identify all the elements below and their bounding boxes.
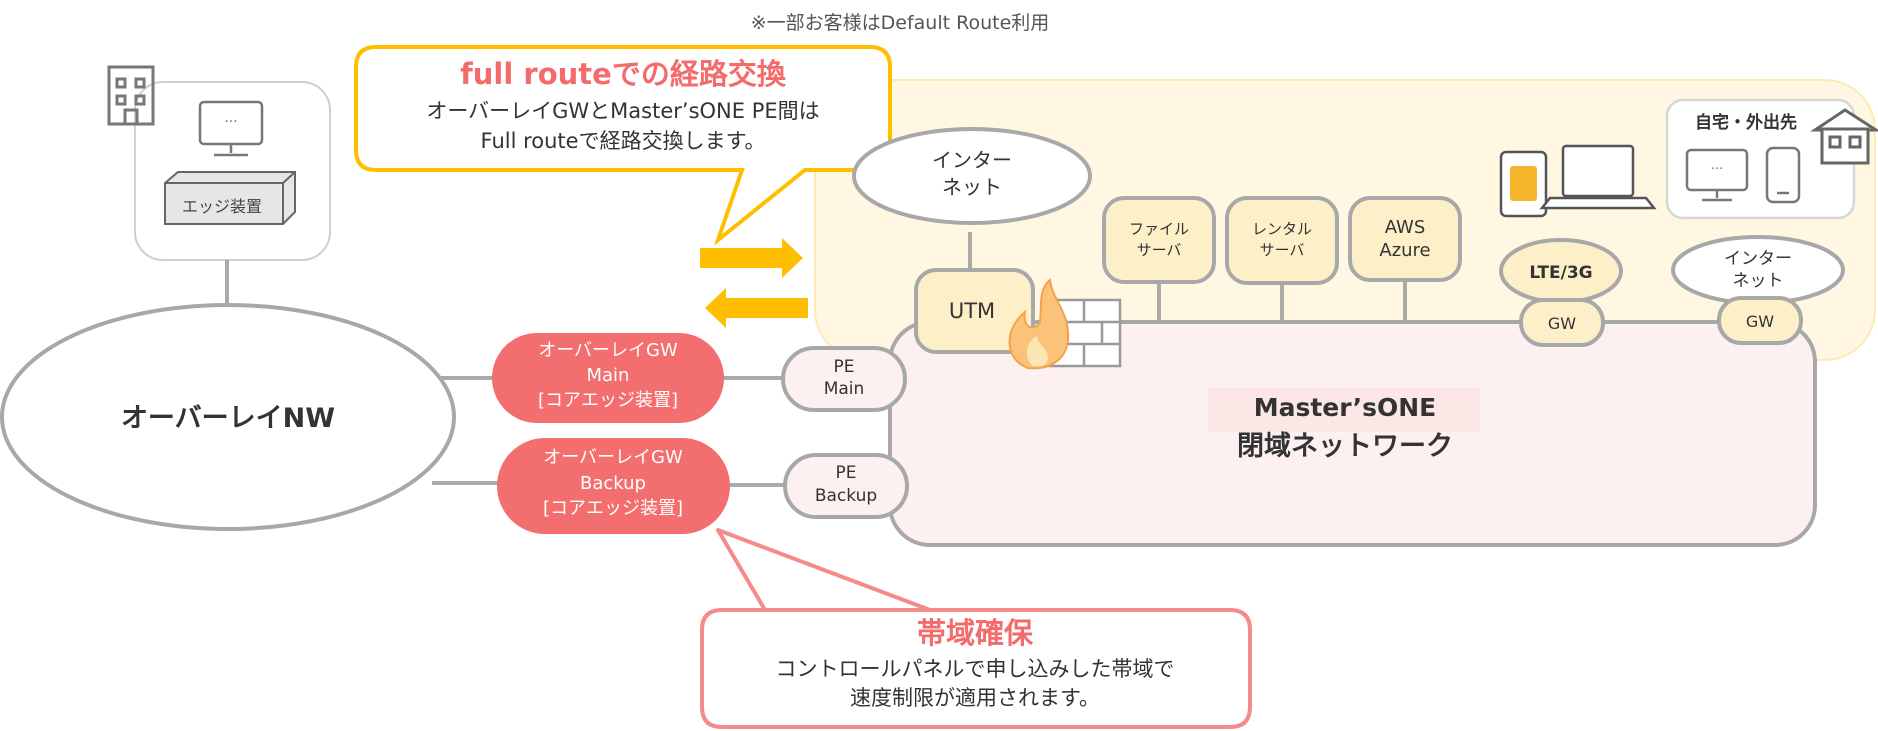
bandwidth-title: 帯域確保 (917, 616, 1034, 650)
overlay-gw-backup (497, 438, 730, 534)
smartphone-icon (1765, 146, 1801, 204)
pe-main-line1: PE (834, 357, 855, 377)
file-server-box (1102, 196, 1216, 284)
pe-backup-line2: Backup (815, 486, 877, 506)
pe-backup (783, 453, 909, 519)
overlay-gw-main-line2: Main (587, 365, 630, 386)
mastersone-network-box (888, 320, 1817, 547)
sim-card-icon (1499, 150, 1548, 218)
pe-backup-line1: PE (836, 463, 857, 483)
overlay-gw-main (492, 333, 724, 423)
home-monitor-icon (1685, 148, 1749, 202)
internet-top-line1: インター (932, 148, 1012, 172)
overlay-gw-main-line1: オーバーレイGW (538, 340, 678, 361)
gw-internet-label: GW (1746, 312, 1774, 331)
bandwidth-line1: コントロールパネルで申し込みした帯域で (776, 657, 1175, 681)
gw-lte (1519, 298, 1605, 347)
home-monitor-dots: ··· (1711, 162, 1723, 177)
aws-line1: AWS (1385, 217, 1426, 238)
mastersone-subtitle: 閉域ネットワーク (1237, 431, 1453, 462)
route-exchange-arrows (700, 238, 808, 328)
utm-box (914, 268, 1035, 354)
lte-3g-label: LTE/3G (1529, 263, 1592, 283)
house-icon (1810, 108, 1878, 165)
internet-right-line2: ネット (1733, 271, 1784, 291)
building-icon (107, 65, 155, 126)
aws-line2: Azure (1379, 240, 1430, 261)
overlay-gw-main-line3: [コアエッジ装置] (538, 390, 678, 411)
arrow-left-icon (705, 288, 808, 328)
edge-device-icon (164, 171, 296, 225)
route-exchange-line2: Full routeで経路交換します。 (481, 129, 766, 153)
connection-lines (432, 232, 1564, 487)
overlay-nw-ellipse (0, 303, 456, 531)
pe-main (781, 346, 907, 412)
edge-device-label: エッジ装置 (182, 197, 262, 216)
internet-top-line2: ネット (942, 175, 1002, 199)
default-route-note: ※一部お客様はDefault Route利用 (751, 12, 1050, 34)
monitor-icon (198, 100, 264, 157)
route-exchange-line1: オーバーレイGWとMaster’sONE PE間は (426, 99, 819, 123)
file-server-line2: サーバ (1137, 241, 1182, 259)
firewall-icon (1008, 278, 1122, 370)
gw-internet (1717, 296, 1803, 345)
arrow-right-icon (700, 238, 803, 278)
pe-main-line2: Main (824, 379, 865, 399)
route-exchange-title: full routeでの経路交換 (460, 57, 787, 91)
rental-server-line1: レンタル (1252, 220, 1312, 238)
bandwidth-line2: 速度制限が適用されます。 (850, 686, 1100, 710)
laptop-icon (1539, 144, 1657, 210)
utm-label: UTM (949, 299, 995, 323)
overlay-nw-label: オーバーレイNW (121, 403, 335, 434)
internet-right-line1: インター (1724, 249, 1792, 269)
gw-lte-label: GW (1548, 314, 1576, 333)
mastersone-title: Master’sONE (1254, 393, 1437, 422)
file-server-line1: ファイル (1129, 220, 1189, 238)
monitor-dots: ··· (224, 114, 237, 130)
aws-azure-box (1348, 196, 1462, 282)
internet-right-ellipse (1671, 235, 1845, 305)
bandwidth-callout (700, 528, 1252, 729)
overlay-gw-backup-line3: [コアエッジ装置] (543, 498, 683, 519)
overlay-gw-backup-line1: オーバーレイGW (543, 447, 683, 468)
route-exchange-callout (354, 45, 892, 246)
mastersone-label-bg (1208, 388, 1480, 432)
rental-server-line2: サーバ (1260, 241, 1305, 259)
home-outside-label: 自宅・外出先 (1695, 112, 1797, 133)
overlay-gw-backup-line2: Backup (580, 473, 646, 494)
internet-top-ellipse (852, 127, 1092, 225)
rental-server-box (1225, 196, 1339, 285)
